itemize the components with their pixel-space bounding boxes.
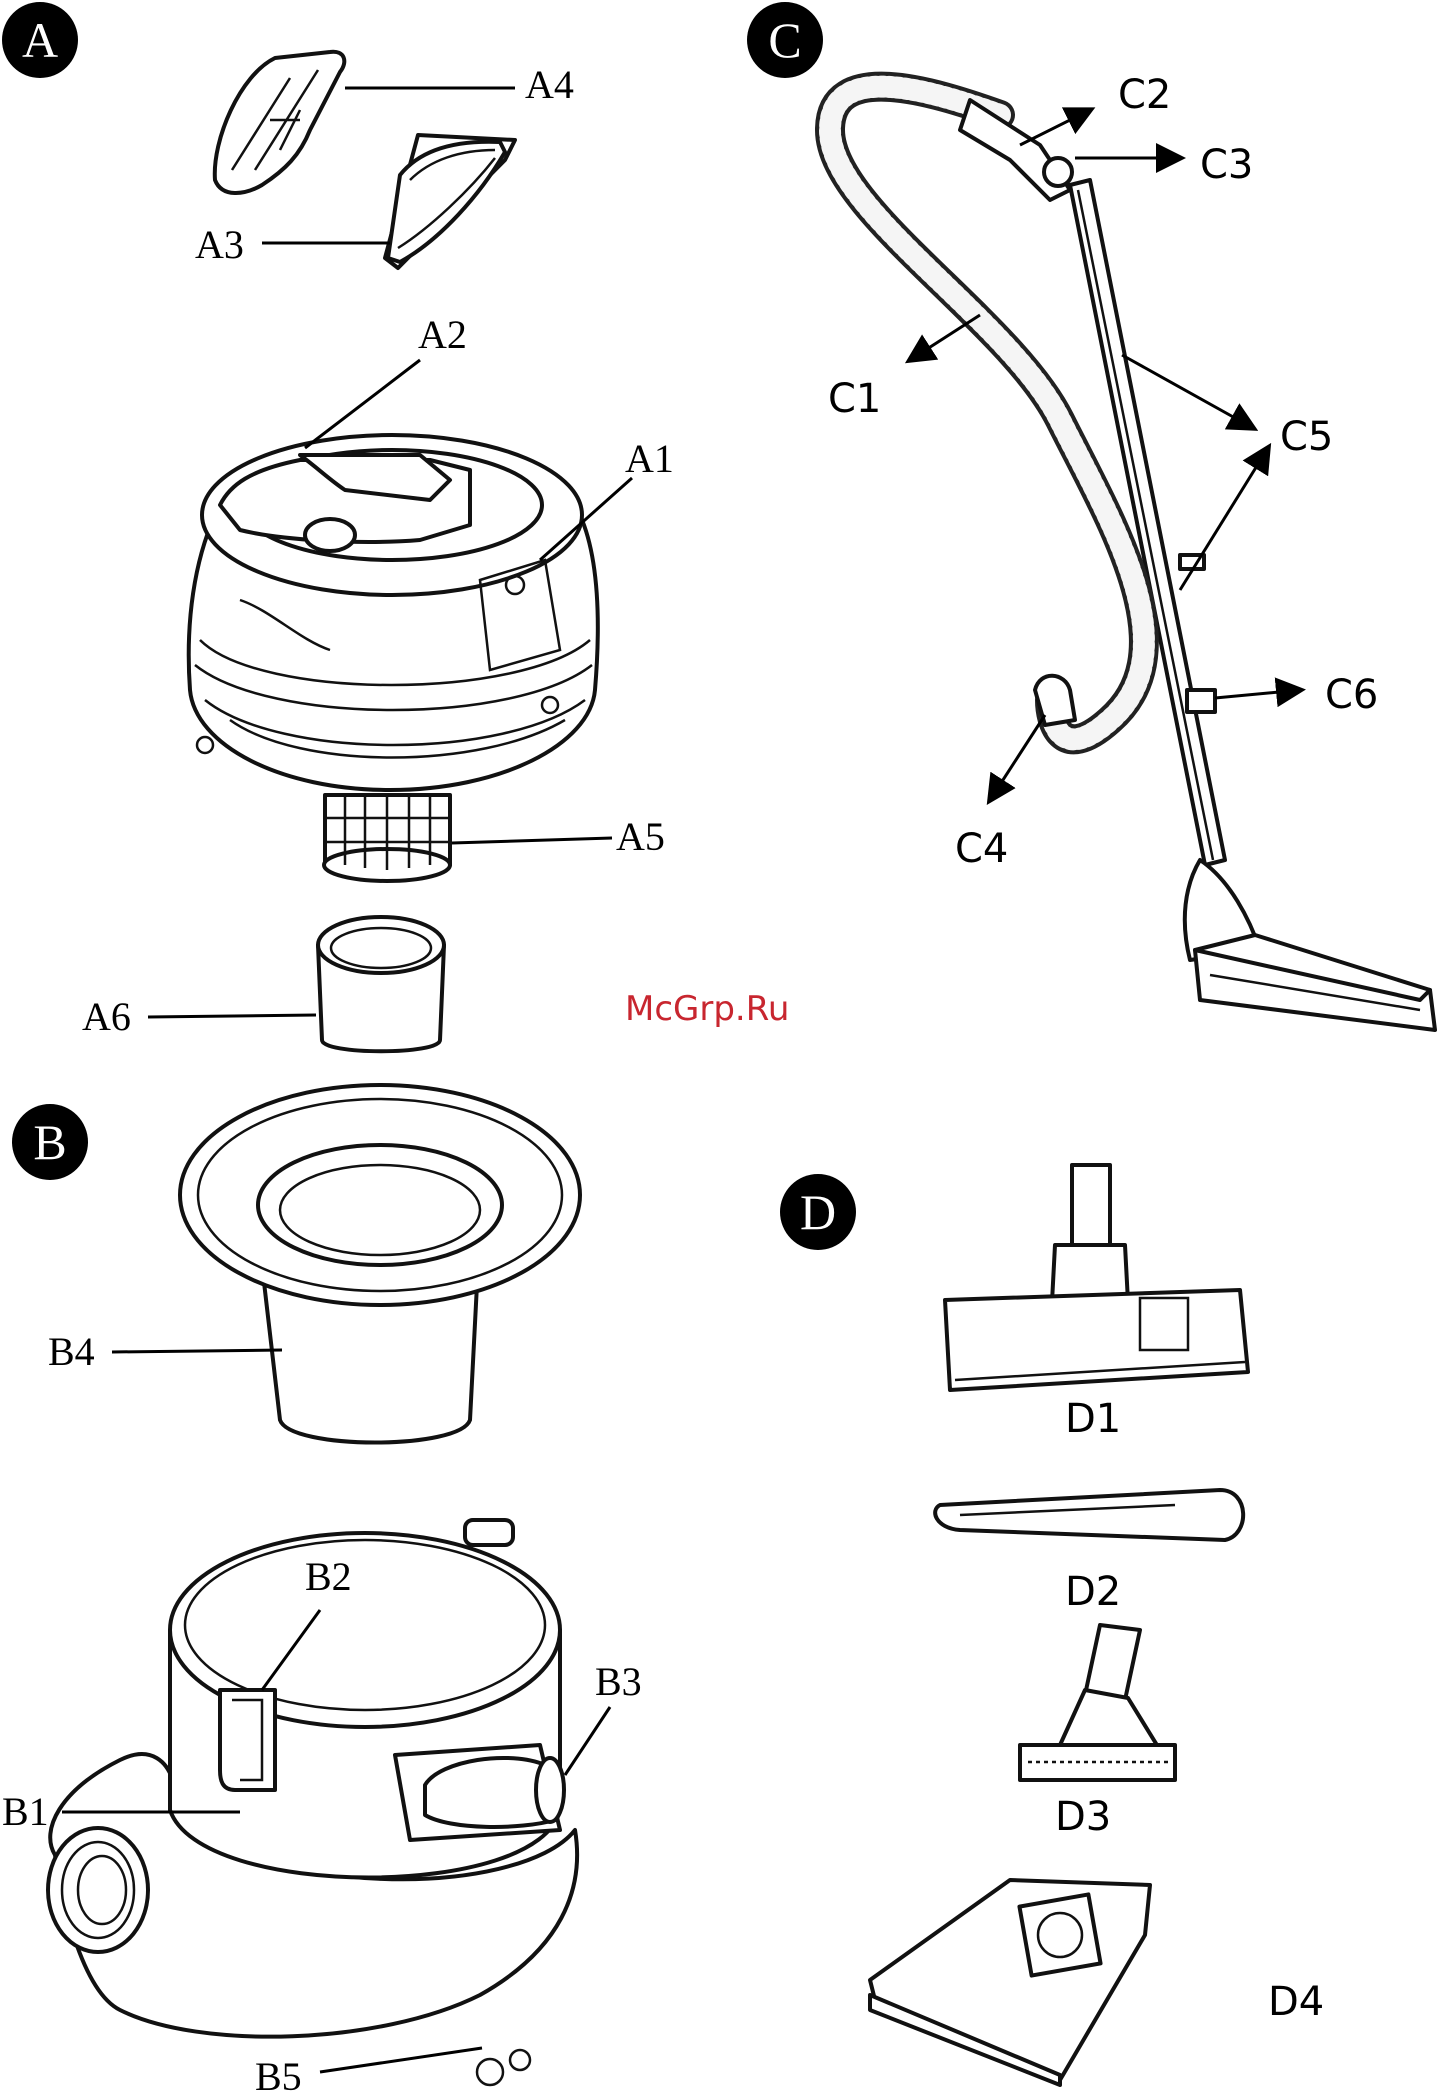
floor-nozzle-d1 <box>943 1163 1250 1392</box>
section-b: B B4 B2 <box>2 1083 642 2095</box>
filter-cover-a4 <box>212 49 347 195</box>
leader-b2 <box>260 1609 322 1691</box>
arrow-c4 <box>986 714 1047 806</box>
badge-c-label: C <box>768 12 801 68</box>
dust-container <box>46 1518 580 2087</box>
flat-filter-a3 <box>383 133 517 270</box>
badge-a-label: A <box>22 12 58 68</box>
label-c1: C1 <box>828 376 881 422</box>
funnel-filter-b4 <box>178 1083 582 1445</box>
label-a5: A5 <box>616 814 665 859</box>
label-a3: A3 <box>195 222 244 267</box>
dust-bag-d4 <box>868 1878 1152 2087</box>
badge-b-label: B <box>33 1114 66 1170</box>
cage-filter-a5 <box>322 793 452 883</box>
section-d: D D1 D2 D3 D4 <box>780 1163 1324 2087</box>
label-b3: B3 <box>595 1659 642 1704</box>
section-a: A A4 A3 <box>2 2 674 1054</box>
label-c3: C3 <box>1200 142 1253 188</box>
label-d4: D4 <box>1268 1979 1324 2025</box>
label-b5: B5 <box>255 2054 302 2095</box>
arrow-c5a <box>1121 353 1259 431</box>
label-c2: C2 <box>1118 72 1171 118</box>
watermark: McGrp.Ru <box>625 989 789 1029</box>
motor-head <box>186 433 600 792</box>
crevice-tool-d2 <box>933 1488 1246 1542</box>
arrow-c1 <box>904 313 981 364</box>
leader-a1 <box>539 476 633 562</box>
label-c4: C4 <box>955 826 1008 872</box>
label-a6: A6 <box>82 994 131 1039</box>
badge-c <box>747 2 823 78</box>
arrow-c6 <box>1214 677 1306 708</box>
arrow-c5b <box>1178 442 1272 591</box>
cup-filter-a6 <box>316 915 446 1054</box>
label-b1: B1 <box>2 1789 49 1834</box>
badge-d <box>780 1174 856 1250</box>
label-d1: D1 <box>1065 1396 1121 1442</box>
leader-a2 <box>304 358 421 450</box>
badge-b <box>12 1104 88 1180</box>
section-c: C C2 C3 C1 C5 <box>747 2 1437 1032</box>
leader-a5 <box>451 836 613 845</box>
label-d3: D3 <box>1055 1794 1111 1840</box>
badge-d-label: D <box>800 1184 836 1240</box>
hose-and-tube <box>814 71 1437 1032</box>
leader-a6 <box>147 1013 317 1019</box>
label-a4: A4 <box>525 62 574 107</box>
label-a2: A2 <box>418 312 467 357</box>
upholstery-tool-d3 <box>1018 1623 1177 1782</box>
badge-a <box>2 2 78 78</box>
arrow-c2 <box>1019 107 1096 147</box>
label-c6: C6 <box>1325 672 1378 718</box>
leader-b5 <box>319 2046 483 2074</box>
label-c5: C5 <box>1280 414 1333 460</box>
leader-b3 <box>563 1706 612 1776</box>
label-b2: B2 <box>305 1554 352 1599</box>
leader-b4 <box>111 1348 283 1354</box>
label-a1: A1 <box>625 436 674 481</box>
label-d2: D2 <box>1065 1569 1121 1615</box>
label-b4: B4 <box>48 1329 95 1374</box>
